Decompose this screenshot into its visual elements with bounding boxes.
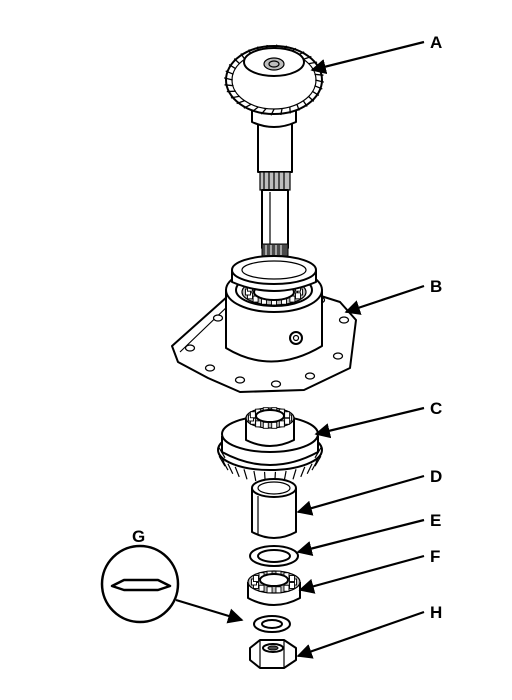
gear-tooth: [236, 100, 246, 105]
callout-g: G: [132, 527, 145, 546]
leader-e: [296, 518, 425, 557]
gear-tooth: [296, 104, 300, 111]
bearing-roller: [249, 411, 256, 419]
bearing-roller: [284, 417, 291, 425]
gear-tooth: [243, 103, 252, 109]
gear-tooth: [270, 108, 275, 116]
bevel-gear-part-c: [217, 407, 323, 482]
leader-arrows: [175, 40, 425, 659]
gear-tooth: [243, 469, 248, 480]
gear-tooth: [280, 108, 283, 116]
bearing-roller: [295, 292, 301, 300]
bolt-hole: [212, 314, 224, 322]
bearing-roller: [278, 420, 285, 428]
bearing-roller: [283, 584, 290, 592]
gear-tooth: [234, 466, 240, 478]
gear-tooth: [230, 95, 240, 99]
gear-tooth: [217, 451, 225, 463]
gear-tooth: [227, 463, 234, 475]
housing-flange-part-b: [171, 255, 357, 393]
callout-b: B: [430, 277, 442, 296]
gear-tooth: [233, 58, 241, 65]
bolt-hole: [204, 364, 216, 372]
gear-tooth: [224, 77, 233, 81]
bearing-roller: [258, 584, 265, 592]
gear-shaft-part-a: [224, 44, 324, 257]
bearing-roller: [266, 586, 273, 594]
gear-tooth: [311, 90, 320, 97]
bearing-roller: [284, 411, 291, 419]
conical-washer: [253, 615, 291, 633]
gear-tooth: [302, 55, 312, 60]
gear-tooth: [292, 469, 297, 480]
gear-tooth: [302, 100, 308, 107]
callout-a: A: [430, 33, 442, 52]
bolt-hole: [332, 352, 344, 360]
bearing-part-f: [247, 570, 301, 606]
bearing-roller: [255, 420, 262, 428]
gear-tooth: [260, 108, 267, 115]
callout-c: C: [430, 399, 442, 418]
callout-h: H: [430, 603, 442, 622]
bolt-hole: [304, 372, 316, 380]
gear-tooth: [300, 466, 306, 478]
gear-tooth: [253, 470, 257, 482]
locknut-part-h: [249, 639, 297, 669]
bearing-roller: [289, 582, 295, 589]
callout-e: E: [430, 511, 441, 530]
gear-tooth: [228, 63, 237, 70]
callout-f: F: [430, 547, 440, 566]
gear-tooth: [225, 70, 234, 75]
gear-tooth: [224, 84, 234, 87]
bolt-hole: [270, 380, 282, 388]
spacer-collar-part-d: [251, 478, 297, 539]
bearing-roller: [289, 575, 295, 582]
gear-tooth: [218, 455, 226, 467]
leader-d: [296, 474, 425, 516]
leader-f: [298, 554, 425, 594]
bolt-hole: [234, 376, 246, 384]
washer-part-e: [249, 545, 299, 567]
gear-tooth: [289, 106, 291, 114]
gear-tooth: [314, 85, 323, 90]
bolt-hole: [338, 316, 350, 324]
leader-h: [296, 610, 425, 659]
bearing-roller: [275, 586, 282, 594]
leader-b: [344, 284, 425, 315]
bearing-roller: [271, 421, 278, 429]
gear-tooth: [314, 73, 324, 76]
gear-tooth: [251, 106, 259, 113]
leader-c: [314, 406, 425, 439]
callout-d: D: [430, 467, 442, 486]
gear-tooth: [314, 455, 322, 467]
gear-tooth: [307, 95, 315, 102]
detail-inset-g: [100, 544, 180, 624]
gear-tooth: [306, 463, 313, 475]
bearing-roller: [253, 575, 259, 582]
leader-g: [175, 598, 244, 624]
gear-tooth: [315, 79, 324, 83]
bearing-roller: [262, 421, 269, 429]
gear-tooth: [311, 459, 319, 471]
leader-a: [310, 40, 425, 75]
bolt-hole: [184, 344, 196, 352]
